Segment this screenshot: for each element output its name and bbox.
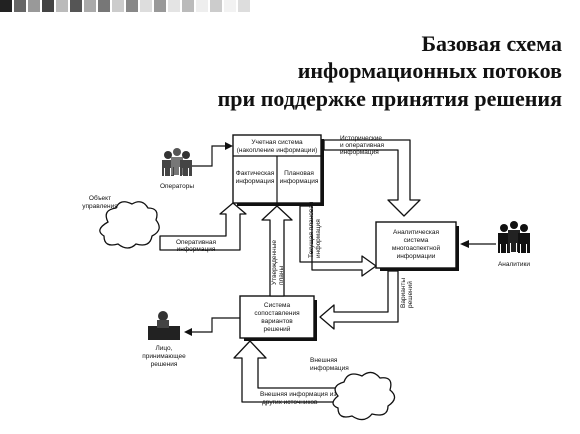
object-label-1: Объект: [89, 194, 111, 202]
decorative-strip: [0, 0, 250, 12]
external-other-label-1: Внешняя информация из: [260, 391, 336, 398]
analytic-label-4: информации: [397, 253, 436, 260]
external-label-2: информация: [310, 365, 349, 372]
variants-label-1: Варианты: [400, 278, 407, 308]
external-label-1: Внешняя: [310, 357, 338, 364]
accounting-label-1: Учетная система: [251, 139, 303, 146]
accounting-label-2: (накопление информации): [237, 147, 318, 154]
external-other-label-2: других источников: [262, 399, 318, 406]
object-cloud-icon: [99, 201, 160, 249]
decision-maker-icon: [148, 311, 180, 340]
analytic-label-3: многоаспектной: [392, 244, 441, 252]
variants-arrow: [319, 270, 399, 330]
decision-maker-label-2: принимающее: [142, 353, 186, 360]
historical-label-2: и оперативная: [340, 142, 385, 149]
historical-label-1: Исторические: [340, 135, 382, 142]
compare-label-2: сопоставления: [254, 310, 300, 317]
compare-system-box: Система сопоставления вариантов решений: [239, 295, 317, 341]
decision-maker-label-1: Лицо,: [156, 345, 173, 352]
analysts-to-analytic-arrow: [460, 240, 496, 248]
operators-label: Операторы: [160, 183, 194, 190]
historical-info-arrow: [323, 139, 421, 217]
compare-to-decision-maker-arrow: [184, 317, 240, 336]
compare-label-3: вариантов: [261, 318, 293, 325]
approved-label-1: Утвержденные: [271, 240, 278, 285]
current-plan-info-arrow: [299, 205, 377, 277]
analytic-label-1: Аналитическая: [393, 229, 439, 236]
accounting-system-box: Учетная система (накопление информации) …: [232, 134, 324, 206]
compare-label-4: решений: [264, 325, 291, 333]
operative-label-2: информация: [177, 246, 216, 253]
operators-icon: [162, 148, 192, 176]
current-plan-label-1: Текущая плановая: [308, 201, 315, 258]
approved-plans-arrow: [261, 205, 293, 297]
title-line-2: информационных потоков: [297, 58, 562, 83]
external-cloud-icon: [332, 371, 396, 421]
variants-label-2: решений: [406, 281, 414, 308]
operators-to-accounting-arrow: [192, 142, 233, 167]
analysts-icon: [498, 221, 530, 253]
current-plan-label-2: информация: [315, 219, 322, 258]
operative-label-1: Оперативная: [176, 239, 217, 246]
planned-label-2: информация: [280, 178, 319, 185]
analytic-label-2: система: [404, 237, 429, 244]
factual-label-1: Фактическая: [236, 170, 275, 177]
object-label-2: управления: [82, 203, 118, 210]
external-info-arrow: [233, 340, 341, 403]
planned-label-1: Плановая: [284, 170, 314, 177]
decision-maker-label-3: решения: [151, 361, 178, 368]
title-line-3: при поддержке принятия решения: [217, 86, 562, 111]
historical-label-3: информация: [340, 149, 379, 156]
operative-info-arrow: [159, 202, 247, 251]
approved-label-2: планы: [278, 265, 285, 285]
title-line-1: Базовая схема: [421, 31, 562, 56]
analysts-label: Аналитики: [498, 261, 530, 268]
compare-label-1: Система: [264, 302, 291, 309]
analytic-system-box: Аналитическая система многоаспектной инф…: [375, 221, 459, 271]
factual-label-2: информация: [236, 178, 275, 185]
